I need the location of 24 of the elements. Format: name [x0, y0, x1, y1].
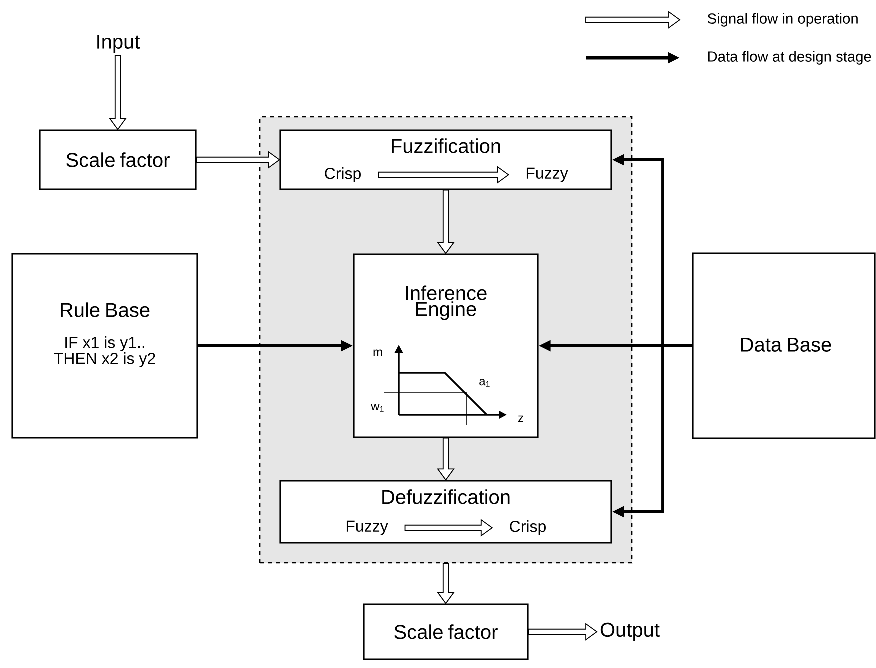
- axis-label: a$_{1}$: [480, 379, 490, 387]
- node-text: Crisp: [325, 168, 361, 182]
- axis-label: m: [374, 350, 382, 356]
- node-text: Fuzzy: [526, 168, 568, 182]
- arrow: [437, 190, 455, 254]
- arrow: [109, 55, 127, 130]
- arrow: [404, 519, 494, 537]
- arrow: [196, 151, 280, 169]
- process-box: Rule Base IF x1 is y1.. THEN x2 is y2: [12, 253, 198, 439]
- legend-text: Signal flow in operation: [708, 13, 858, 27]
- node-text: Output: [600, 622, 660, 642]
- node-text: Crisp: [510, 520, 546, 536]
- node-text: Input: [98, 35, 140, 53]
- axis-label: z: [518, 416, 524, 422]
- arrow: [378, 166, 510, 184]
- axis-label: w$_{1}$: [371, 404, 384, 412]
- node-text: Fuzzy: [346, 520, 388, 536]
- process-box: Scale factor: [39, 130, 197, 190]
- arrow: [528, 623, 598, 641]
- arrow: [437, 438, 455, 481]
- arrow: [437, 563, 455, 604]
- process-box: Scale factor: [363, 604, 529, 660]
- process-box: Data Base: [692, 252, 876, 440]
- legend-text: Data flow at design stage: [708, 51, 872, 65]
